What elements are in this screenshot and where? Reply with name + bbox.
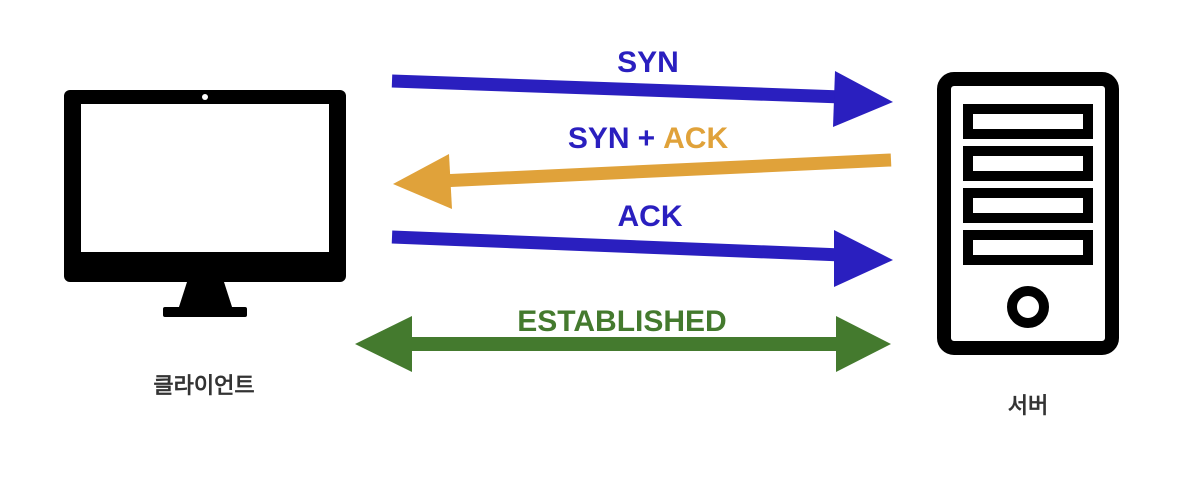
syn-label: SYN: [617, 46, 679, 79]
syn-ack-arrow: [393, 153, 892, 209]
server-label: 서버: [1008, 394, 1048, 419]
ack-arrow: [391, 230, 893, 287]
server-tower-icon: [937, 72, 1119, 355]
client-monitor-icon: [64, 90, 346, 317]
syn-ack-plus: +: [638, 122, 656, 155]
client-label: 클라이언트: [153, 374, 254, 399]
syn-ack-syn-part: SYN: [568, 122, 630, 155]
established-label: ESTABLISHED: [517, 305, 726, 338]
syn-ack-label: SYN+ACK: [568, 122, 729, 155]
established-arrow: [355, 316, 891, 372]
ack-label: ACK: [618, 200, 683, 233]
syn-arrow: [391, 71, 893, 127]
syn-ack-ack-part: ACK: [663, 122, 728, 155]
